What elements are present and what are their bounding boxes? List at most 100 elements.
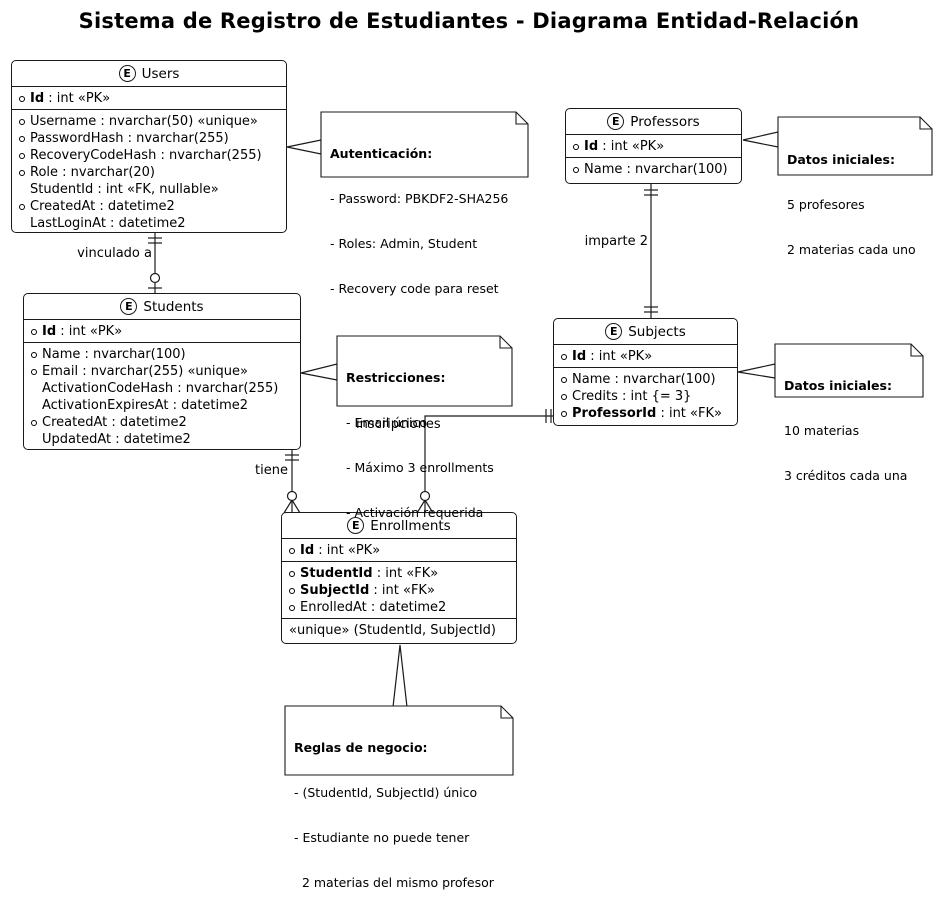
note-authentication: Autenticación: - Password: PBKDF2-SHA256… xyxy=(330,116,508,326)
field-name: Role xyxy=(30,165,59,180)
attributes-compartment: Name : nvarchar(100) Credits : int {= 3}… xyxy=(554,368,737,425)
note-restrictions: Restricciones: - Email único - Máximo 3 … xyxy=(346,340,494,550)
field-name: Id xyxy=(300,543,315,558)
field-type: : nvarchar(20) xyxy=(58,165,156,180)
entity-name: Professors xyxy=(630,113,700,130)
field-row: StudentId : int «FK» xyxy=(289,565,510,582)
field-name: UpdatedAt xyxy=(42,432,112,447)
field-bullet-icon xyxy=(19,118,25,125)
field-type: : datetime2 xyxy=(107,415,187,430)
note-line: 5 profesores xyxy=(787,197,865,212)
entity-name: Students xyxy=(143,298,204,315)
entity-enrollments-header: E Enrollments xyxy=(282,513,516,539)
stereotype-letter: E xyxy=(125,300,133,313)
field-bullet-icon xyxy=(289,604,295,611)
field-bullet-icon xyxy=(31,419,37,426)
field-type: : nvarchar(255) xyxy=(173,381,279,396)
field-name: EnrolledAt xyxy=(300,600,367,615)
constraint-text: «unique» (StudentId, SubjectId) xyxy=(289,623,496,638)
note-shape-subjects-data xyxy=(774,343,924,398)
note-line: - (StudentId, SubjectId) único xyxy=(294,785,478,800)
field-bullet-icon xyxy=(561,376,567,383)
field-type: : datetime2 xyxy=(111,432,191,447)
field-type: : datetime2 xyxy=(105,216,186,231)
entity-stereotype-icon: E xyxy=(347,517,365,534)
er-diagram: Sistema de Registro de Estudiantes - Dia… xyxy=(11,9,933,890)
note-title: Reglas de negocio: xyxy=(294,740,428,755)
field-name: ActivationCodeHash xyxy=(42,381,174,396)
field-bullet-icon xyxy=(31,368,37,375)
field-bullet-icon xyxy=(31,351,37,358)
attributes-compartment: Username : nvarchar(50) «unique» Passwor… xyxy=(12,110,286,232)
edge-label-imparte: imparte 2 xyxy=(584,234,648,249)
field-name: ActivationExpiresAt xyxy=(42,398,169,413)
attributes-compartment: Name : nvarchar(100) xyxy=(566,158,741,183)
field-row: Name : nvarchar(100) xyxy=(31,346,294,363)
note-subjects-data: Datos iniciales: 10 materias 3 créditos … xyxy=(784,348,907,513)
entity-professors-header: E Professors xyxy=(566,109,741,135)
field-bullet-icon xyxy=(289,587,295,594)
field-bullet-icon xyxy=(19,169,25,176)
field-bullet-icon xyxy=(289,547,295,554)
stereotype-letter: E xyxy=(352,519,360,532)
stereotype-letter: E xyxy=(609,325,618,338)
field-type: : nvarchar(255) xyxy=(123,131,229,146)
field-name: LastLoginAt xyxy=(30,216,106,231)
note-professors-data: Datos iniciales: 5 profesores 2 materias… xyxy=(787,122,916,287)
entity-subjects: E Subjects Id : int «PK» Name : nvarchar… xyxy=(553,318,738,426)
field-row: Credits : int {= 3} xyxy=(561,388,731,405)
field-name: Credits xyxy=(572,389,618,404)
entity-name: Subjects xyxy=(628,323,686,340)
note-line: - Password: PBKDF2-SHA256 xyxy=(330,191,509,206)
field-row: Username : nvarchar(50) «unique» xyxy=(19,113,280,130)
note-fold-icon xyxy=(499,336,512,349)
entity-stereotype-icon: E xyxy=(120,298,138,315)
edge-label-vinculado-a: vinculado a xyxy=(77,246,152,261)
field-name: ProfessorId xyxy=(572,406,657,421)
entity-students-header: E Students xyxy=(24,294,300,320)
note-title: Datos iniciales: xyxy=(787,152,895,167)
entity-name: Enrollments xyxy=(370,517,451,534)
field-type: : datetime2 xyxy=(168,398,249,413)
field-bullet-icon xyxy=(19,152,25,159)
entity-users-header: E Users xyxy=(12,61,286,87)
field-type: : int {= 3} xyxy=(617,389,692,404)
field-bullet-icon xyxy=(289,570,295,577)
note-shape-professors-data xyxy=(777,116,933,176)
field-row: Id : int «PK» xyxy=(31,323,294,340)
field-type: : int «PK» xyxy=(56,324,123,339)
field-type: : int «FK» xyxy=(369,583,435,598)
edge-label-tiene: tiene xyxy=(255,463,288,478)
edge-label-inscripciones: inscripciones xyxy=(356,417,441,432)
field-row: RecoveryCodeHash : nvarchar(255) xyxy=(19,147,280,164)
field-name: Id xyxy=(30,91,45,106)
field-type: : nvarchar(100) xyxy=(610,372,716,387)
entity-stereotype-icon: E xyxy=(605,323,623,340)
field-name: StudentId xyxy=(30,182,94,197)
field-row: UpdatedAt : datetime2 xyxy=(31,431,294,448)
note-fold-icon xyxy=(515,112,528,125)
field-type: : nvarchar(100) xyxy=(80,347,186,362)
field-name: Name xyxy=(572,372,611,387)
entity-users: E Users Id : int «PK» Username : nvarcha… xyxy=(11,60,287,233)
edge-professors-subjects xyxy=(644,184,658,318)
field-type: : int «FK» xyxy=(372,566,439,581)
field-row: Name : nvarchar(100) xyxy=(573,161,735,178)
field-row: CreatedAt : datetime2 xyxy=(31,414,294,431)
note-fold-icon xyxy=(500,706,513,719)
field-type: : int «PK» xyxy=(314,543,381,558)
edge-users-students xyxy=(148,233,162,293)
field-type: : int «FK, nullable» xyxy=(93,182,219,197)
field-bullet-icon xyxy=(573,143,579,150)
field-bullet-icon xyxy=(561,410,567,417)
field-row: Id : int «PK» xyxy=(289,542,510,559)
entity-professors: E Professors Id : int «PK» Name : nvarch… xyxy=(565,108,742,184)
field-type: : nvarchar(255) «unique» xyxy=(78,364,248,379)
field-type: : datetime2 xyxy=(95,199,175,214)
pk-compartment: Id : int «PK» xyxy=(12,87,286,110)
field-name: PasswordHash xyxy=(30,131,124,146)
diagram-title: Sistema de Registro de Estudiantes - Dia… xyxy=(78,9,860,33)
field-type: : nvarchar(255) xyxy=(156,148,262,163)
note-connectors xyxy=(286,131,779,708)
field-row: ProfessorId : int «FK» xyxy=(561,405,731,422)
